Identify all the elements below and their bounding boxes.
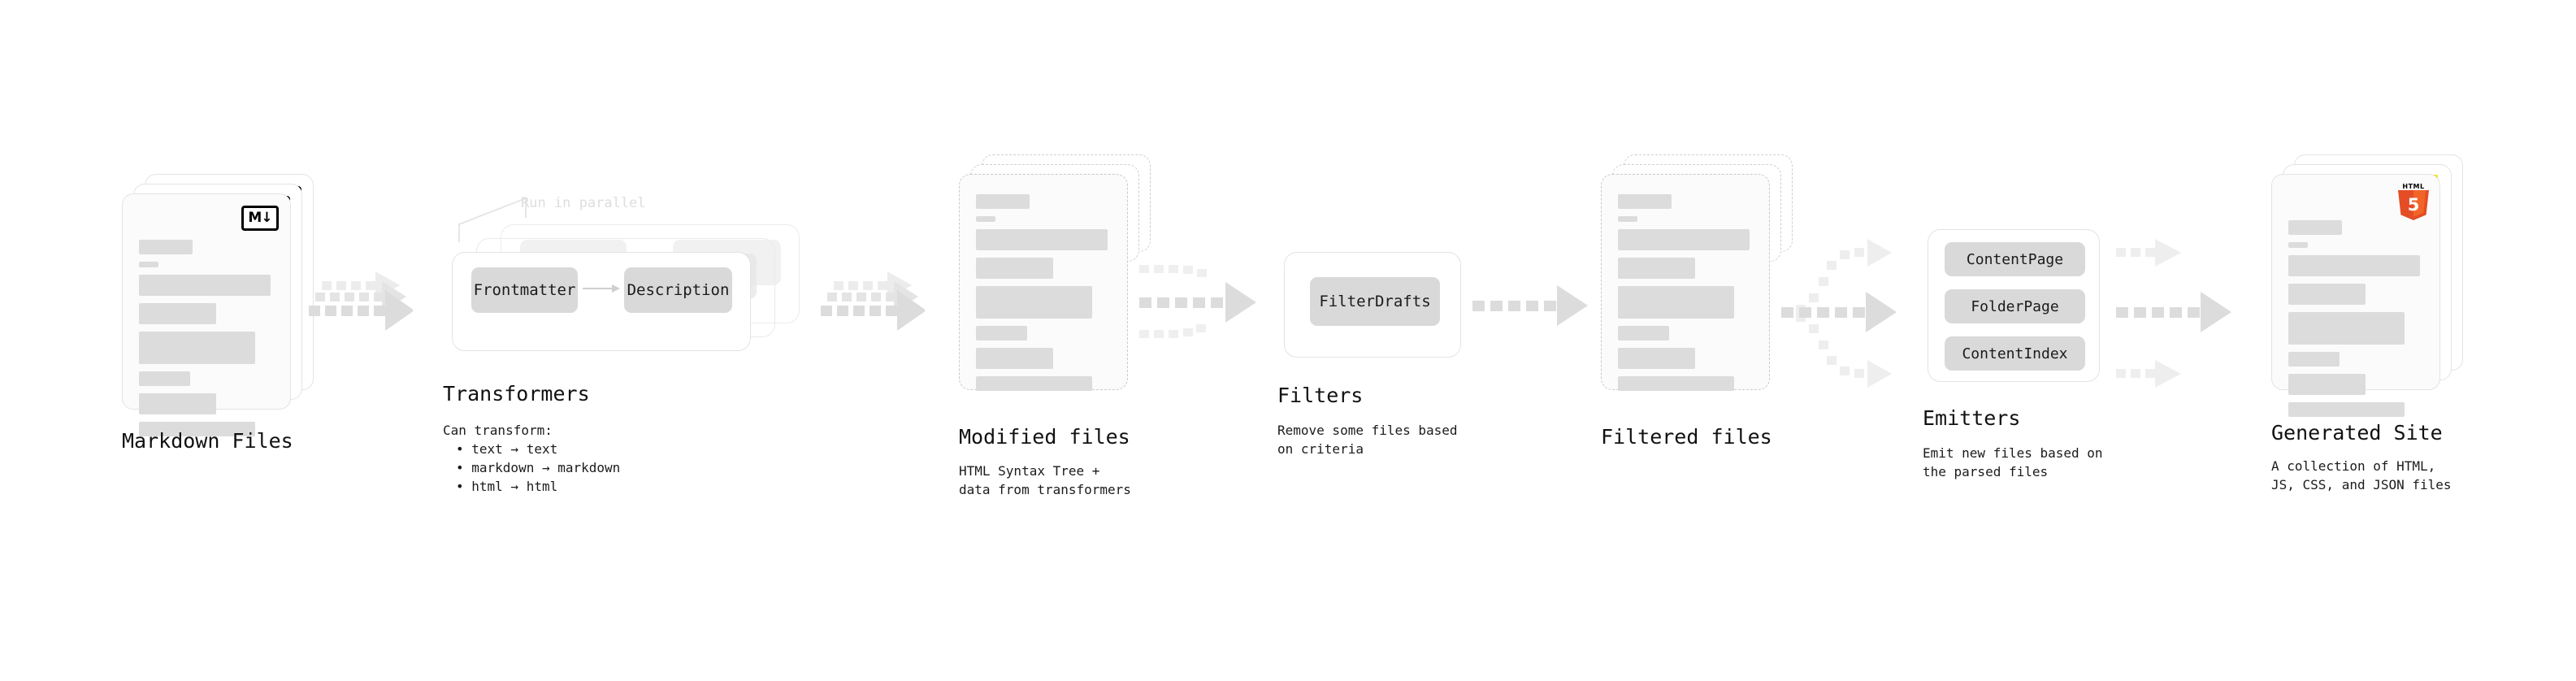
content-bar [2288,312,2405,345]
content-bar [2288,255,2420,276]
arrow-filters-to-filtered [1471,276,1593,358]
arrow-markdown-to-transformers [307,268,414,358]
generated-site-stack: CSS HTML 5 [2271,154,2483,417]
filtered-file-stack [1601,154,1796,414]
content-bar [139,303,216,324]
stage-filtered-files: Filtered files [1601,0,1812,681]
modified-files-desc-1: HTML Syntax Tree + [959,463,1100,479]
stage-title-generated-site: Generated Site [2271,421,2443,445]
content-bar [1618,258,1695,279]
card-content-bars [1618,194,1758,398]
content-bar [1618,348,1695,369]
content-bar [2288,402,2405,417]
content-bar [139,240,193,254]
content-bar [1618,229,1750,250]
card-content-bars [139,240,279,444]
chip-frontmatter[interactable]: Frontmatter [471,267,578,313]
filters-desc-2: on criteria [1277,441,1364,457]
transformers-bullet-0: • text → text [456,441,558,457]
modified-file-stack [959,154,1154,414]
content-bar [1618,194,1672,209]
content-bar [976,326,1027,340]
content-bar [139,393,216,414]
arrow-modified-to-filters [1138,244,1284,382]
content-bar [2288,284,2366,305]
transformers-card: Frontmatter Description [452,252,751,351]
content-bar [2288,352,2340,367]
content-bar [1618,326,1669,340]
stage-title-emitters: Emitters [1923,406,2021,430]
emitters-desc-2: the parsed files [1923,464,2049,479]
site-card-front-html: HTML 5 [2271,174,2440,417]
stage-title-transformers: Transformers [443,382,590,406]
content-bar [139,371,190,386]
content-bar [139,332,255,364]
content-bar [1618,376,1734,391]
content-bar [976,348,1053,369]
arrow-emitters-to-site [2113,223,2275,402]
markdown-file-stack: M↓ M↓ M↓ [122,174,317,436]
emitters-card: ContentPage FolderPage ContentIndex [1928,229,2100,382]
content-bar [1618,216,1637,222]
transformers-desc-heading: Can transform: [443,423,553,438]
content-bar [139,422,255,436]
content-bar [976,194,1030,209]
content-bar [139,275,271,296]
content-bar [976,286,1092,319]
generated-site-desc-2: JS, CSS, and JSON files [2271,477,2452,492]
transformers-bullet-1: • markdown → markdown [456,460,621,475]
markdown-card-front: M↓ [122,193,291,436]
run-in-parallel-label: Run in parallel [521,195,646,211]
content-bar [2288,220,2342,235]
filters-desc-1: Remove some files based [1277,423,1458,438]
stage-title-filtered-files: Filtered files [1601,425,1772,449]
stage-markdown-files: M↓ M↓ M↓ [122,0,333,681]
arrow-transformers-to-modified [819,268,926,358]
content-bar [976,376,1092,391]
stage-generated-site: CSS HTML 5 [2271,0,2515,681]
filters-card: FilterDrafts [1284,252,1461,358]
stage-emitters: ContentPage FolderPage ContentIndex Emit… [1923,0,2166,681]
stage-title-modified-files: Modified files [959,425,1130,449]
stage-title-markdown-files: Markdown Files [122,429,293,453]
content-bar [976,229,1108,250]
stage-title-filters: Filters [1277,384,1364,407]
chip-contentpage[interactable]: ContentPage [1945,242,2085,276]
chip-filterdrafts[interactable]: FilterDrafts [1310,277,1440,326]
card-content-bars [2288,220,2428,424]
stage-modified-files: Modified files HTML Syntax Tree + data f… [959,0,1170,681]
generated-site-desc-1: A collection of HTML, [2271,458,2436,474]
modified-files-desc-2: data from transformers [959,482,1131,497]
emitters-desc-1: Emit new files based on [1923,445,2103,461]
chip-contentindex[interactable]: ContentIndex [1945,336,2085,371]
transform-arrow-icon [583,284,620,293]
content-bar [2288,374,2366,395]
content-bar [1618,286,1734,319]
html5-icon: HTML 5 [2397,183,2430,220]
chip-folderpage[interactable]: FolderPage [1945,289,2085,323]
filtered-card-front [1601,174,1770,391]
arrow-filtered-to-emitters [1780,223,1942,402]
content-bar [139,262,158,267]
markdown-icon: M↓ [241,206,279,231]
chip-description[interactable]: Description [624,267,732,313]
content-bar [976,216,995,222]
content-bar [2288,242,2308,248]
transformers-bullet-2: • html → html [456,479,558,494]
stage-filters: FilterDrafts Filters Remove some files b… [1277,0,1521,681]
modified-card-front [959,174,1128,391]
card-content-bars [976,194,1116,398]
content-bar [976,258,1053,279]
stage-transformers: Run in parallel Frontmatter [443,0,833,681]
parallel-bracket [458,197,527,242]
